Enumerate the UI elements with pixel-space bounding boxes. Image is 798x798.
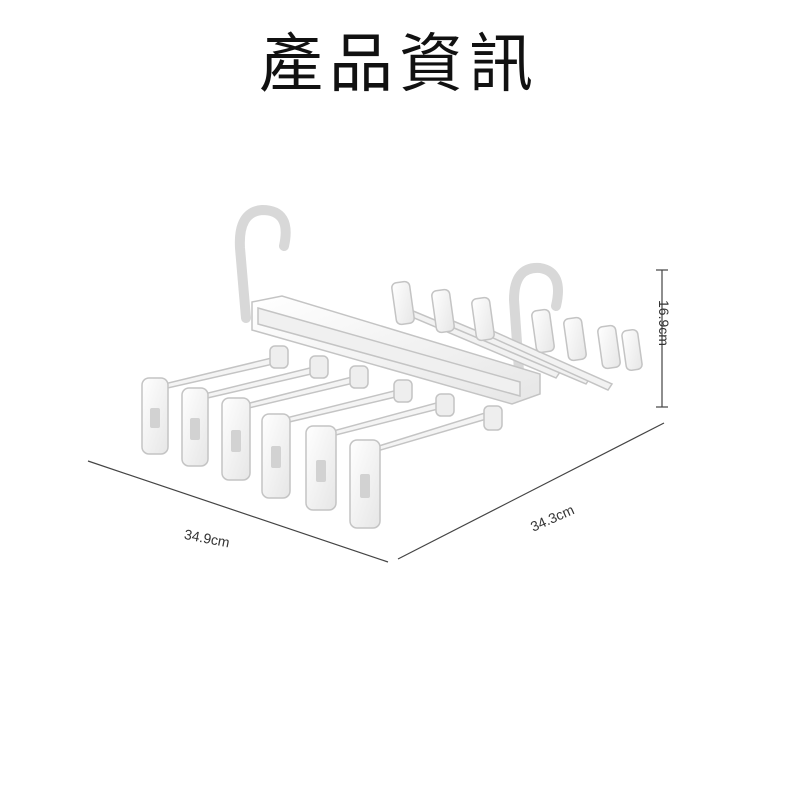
clip-hanger-image bbox=[141, 204, 643, 529]
page-title: 產品資訊 bbox=[259, 28, 539, 102]
back-hook bbox=[234, 204, 291, 323]
back-clips bbox=[391, 280, 643, 372]
height-dimension-label: 16.9cm bbox=[656, 300, 672, 346]
width-dimension-line bbox=[87, 460, 389, 563]
frame-joints bbox=[269, 345, 503, 431]
depth-dimension-line bbox=[397, 422, 665, 560]
dimension-lines bbox=[87, 269, 668, 563]
front-hook bbox=[508, 262, 563, 390]
